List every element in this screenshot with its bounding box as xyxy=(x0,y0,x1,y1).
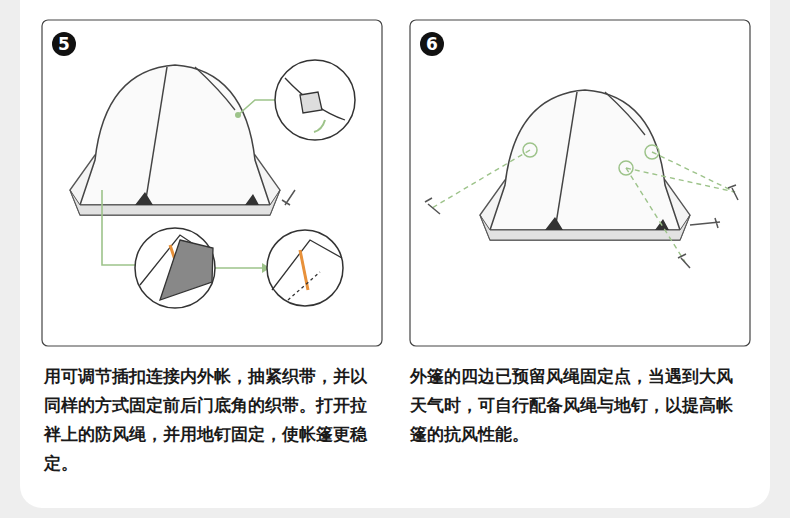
callout-number-text: 6 xyxy=(426,34,438,54)
instruction-text: 外篷的四边已预留风绳固定点，当遇到大风天气时，可自行配备风绳与地钉，以提高帐篷的… xyxy=(410,362,740,449)
callout-number: 6 xyxy=(420,32,444,56)
callout-number-text: 5 xyxy=(58,34,70,54)
instruction-text: 用可调节插扣连接内外帐，抽紧织带，并以同样的方式固定前后门底角的织带。打开拉袢上… xyxy=(44,362,374,478)
callout-number: 5 xyxy=(52,32,76,56)
